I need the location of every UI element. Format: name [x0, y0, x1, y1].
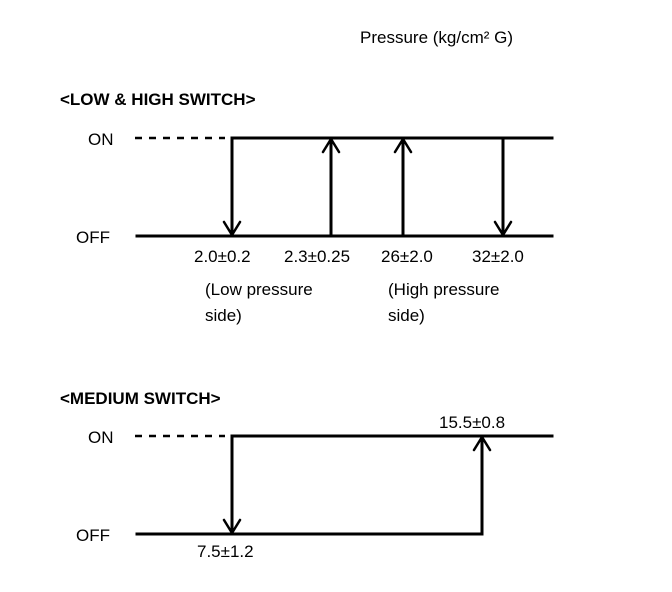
high-off-arrow-down [493, 220, 513, 237]
high-pressure-side-caption-1: (High pressure [388, 280, 500, 299]
threshold-high-off: 32±2.0 [472, 247, 524, 266]
low-on-arrow-up [321, 137, 341, 154]
high-on-arrow-up [393, 137, 413, 154]
medium-off-arrow-down [222, 518, 242, 535]
pressure-units-label: Pressure (kg/cm² G) [360, 28, 513, 47]
low-high-switch-title: <LOW & HIGH SWITCH> [60, 90, 256, 109]
medium-switch-title: <MEDIUM SWITCH> [60, 389, 221, 408]
low-pressure-side-caption-2: side) [205, 306, 242, 325]
high-pressure-side-caption-2: side) [388, 306, 425, 325]
medium-on-label: ON [88, 428, 114, 447]
low-high-off-label: OFF [76, 228, 110, 247]
medium-on-arrow-up [472, 435, 492, 452]
threshold-low-on: 2.3±0.25 [284, 247, 350, 266]
threshold-low-off: 2.0±0.2 [194, 247, 251, 266]
medium-threshold-off: 7.5±1.2 [197, 542, 254, 561]
medium-off-label: OFF [76, 526, 110, 545]
threshold-high-on: 26±2.0 [381, 247, 433, 266]
low-pressure-side-caption-1: (Low pressure [205, 280, 313, 299]
medium-threshold-on: 15.5±0.8 [439, 413, 505, 432]
low-high-on-label: ON [88, 130, 114, 149]
low-off-arrow-down [222, 220, 242, 237]
